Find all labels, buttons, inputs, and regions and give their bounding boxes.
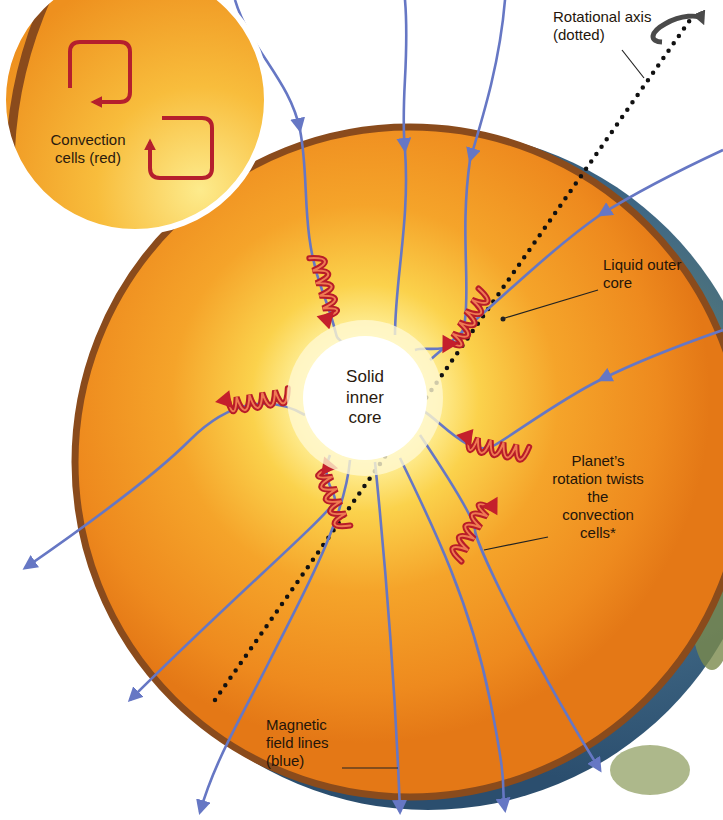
twisted-convection-cells — [214, 255, 531, 566]
helix — [214, 380, 291, 415]
earth-land — [610, 745, 690, 795]
helix — [454, 426, 531, 461]
helix — [435, 285, 491, 360]
inner-core-circle: Solid inner core — [303, 336, 427, 460]
helix — [302, 255, 343, 332]
core-glow — [287, 320, 443, 476]
inset-border — [3, 0, 267, 232]
field-line — [130, 455, 335, 700]
inset-inner-core — [214, 184, 310, 280]
rotational-axis — [215, 20, 690, 700]
leader-line — [622, 50, 644, 78]
leader-line — [342, 767, 398, 768]
convection-loop — [150, 118, 212, 178]
field-line — [422, 380, 600, 448]
region-label: Liquid outer core — [603, 256, 689, 292]
leader-line — [505, 290, 598, 318]
field-line — [600, 150, 723, 215]
field-line — [470, 0, 505, 160]
note-label: Planet’s rotation twists the convection … — [552, 452, 644, 542]
leader-lines — [342, 50, 644, 768]
field-line — [404, 0, 407, 150]
inset-disc — [3, 0, 267, 232]
field-line — [300, 130, 345, 345]
inner-core-disc — [303, 336, 427, 460]
leader-line — [484, 537, 548, 550]
axis-label: Rotational axis (dotted) — [553, 8, 653, 44]
field-line — [25, 404, 305, 568]
field-line — [600, 330, 723, 380]
legend-note: Magnetic field lines (blue) — [266, 716, 340, 770]
helix — [449, 490, 505, 565]
field-line — [395, 150, 406, 335]
inset — [3, 0, 723, 590]
rotation-symbol — [653, 16, 702, 42]
convection-loop — [70, 42, 130, 102]
field-line — [375, 462, 400, 812]
inset-caption: Convection cells (red) — [41, 131, 135, 167]
field-line — [400, 458, 505, 810]
field-line — [430, 215, 600, 360]
core-name: Solid inner core — [333, 367, 397, 428]
leader-dot — [501, 317, 506, 322]
inset-crust — [10, 0, 723, 590]
